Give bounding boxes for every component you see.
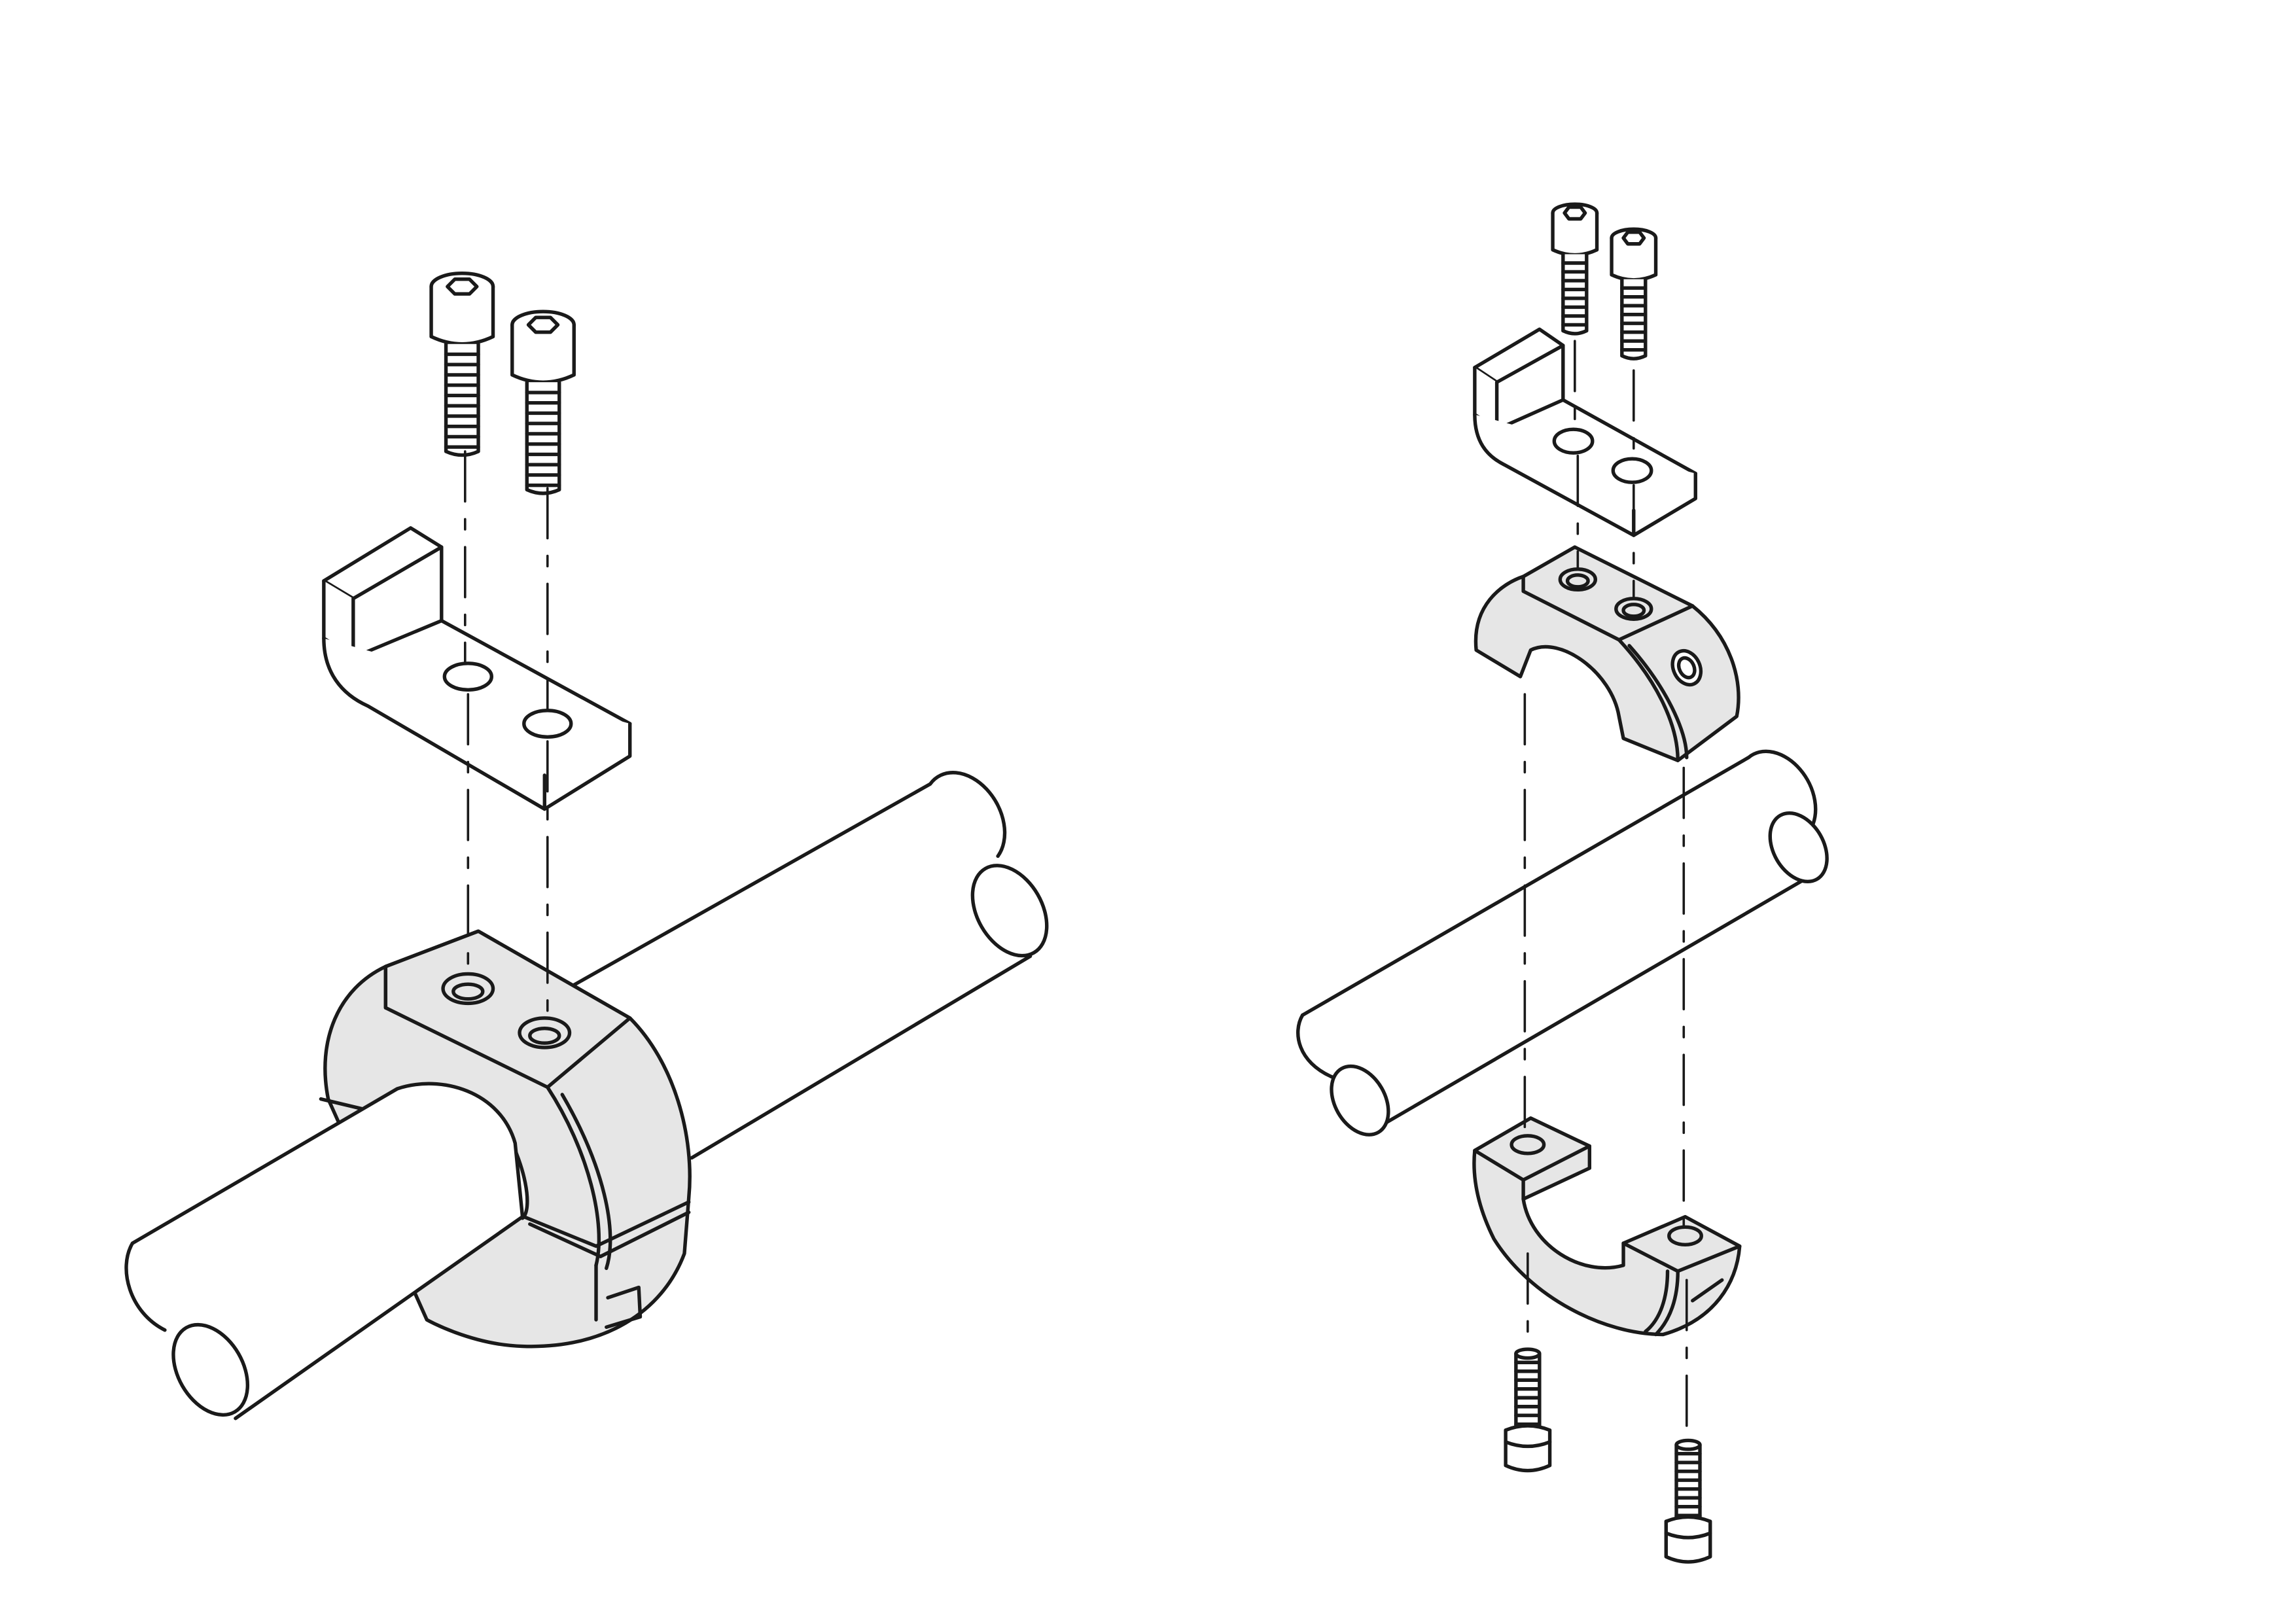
bracket-hole-3 [1552, 427, 1595, 455]
l-bracket [322, 526, 632, 811]
assembly-axis-lines-exploded [1523, 340, 1688, 1439]
cap-screw-6 [1666, 1440, 1710, 1562]
screw-pair-bottom [1506, 1349, 1710, 1562]
collar-lower-half [1472, 1116, 1742, 1337]
round-shaft-exploded [1296, 749, 1829, 1137]
collar-hole-1 [441, 972, 495, 1006]
shaft-end-face [970, 864, 1049, 958]
bracket-hole-4 [1611, 457, 1653, 484]
panel-exploded [1296, 204, 1829, 1562]
shaft-front-section [124, 1082, 525, 1421]
line-art [124, 204, 1829, 1562]
cap-screw-4 [1612, 229, 1655, 359]
cap-screw-1 [431, 274, 493, 455]
screw-pair-top [1553, 204, 1655, 359]
shaft-right-end-face [1768, 811, 1829, 884]
assembly-axis-lines [463, 450, 549, 1027]
cap-screw-5 [1506, 1349, 1549, 1471]
lower-half-hole-2 [1667, 1225, 1703, 1247]
collar-upper-half [1474, 545, 1740, 762]
screw-pair-left [431, 274, 574, 493]
cap-screw-2 [512, 311, 574, 493]
lower-half-hole-1 [1510, 1134, 1546, 1156]
collar-hole-2 [518, 1016, 572, 1050]
shaft-left-end-face [1330, 1064, 1390, 1137]
shaft-rear-section [560, 771, 1049, 1160]
bracket-hole-1 [442, 662, 493, 692]
bracket-hole-2 [522, 709, 573, 739]
panel-assembled [124, 274, 1049, 1421]
l-bracket-exploded [1473, 327, 1697, 537]
cap-screw-3 [1553, 204, 1597, 334]
shaft-front-end-face [171, 1322, 250, 1417]
